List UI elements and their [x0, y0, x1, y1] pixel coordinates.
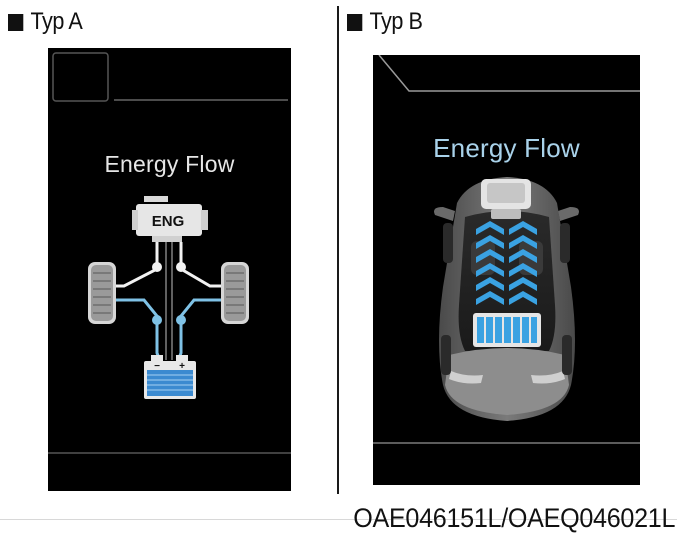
battery-icon: [144, 355, 196, 399]
panel-divider: [337, 6, 339, 494]
footer-rule: [0, 519, 677, 520]
wheel-left-icon: [88, 262, 116, 324]
panel-a-label: Typ A: [8, 8, 83, 36]
energy-flow-diagram-a: ENG: [48, 52, 291, 454]
energy-flow-title-b: Energy Flow: [433, 133, 580, 163]
battery-pack-icon: [473, 313, 541, 347]
engine-node-right: [176, 262, 186, 272]
motor-icon: [481, 179, 531, 219]
panel-b-label: Typ B: [347, 8, 423, 36]
panel-a-label-text: Typ A: [30, 8, 83, 35]
energy-flow-arrows: [476, 221, 537, 305]
square-bullet-icon: [8, 13, 24, 31]
display-screen-b: Energy Flow: [373, 55, 640, 485]
square-bullet-icon: [347, 13, 363, 31]
engine-icon: [132, 196, 208, 242]
electric-node-right: [176, 315, 186, 325]
electric-flow-lines: [112, 298, 224, 359]
figure-code: OAE046151L/OAEQ046021L: [353, 503, 675, 533]
engine-flow-lines: [112, 242, 224, 288]
battery-plus-label: +: [179, 361, 185, 372]
engine-node-left: [152, 262, 162, 272]
frame-square-icon: [52, 52, 109, 102]
wheel-right-icon: [221, 262, 249, 324]
energy-flow-title-a: Energy Flow: [104, 151, 235, 177]
panel-b-label-text: Typ B: [369, 8, 423, 35]
energy-flow-diagram-b: [373, 55, 640, 444]
battery-minus-label: −: [154, 361, 160, 372]
top-frame-line: [378, 55, 640, 92]
engine-label: ENG: [152, 213, 185, 230]
drive-shafts: [165, 242, 173, 360]
display-screen-a: ENG: [48, 48, 291, 491]
electric-node-left: [152, 315, 162, 325]
